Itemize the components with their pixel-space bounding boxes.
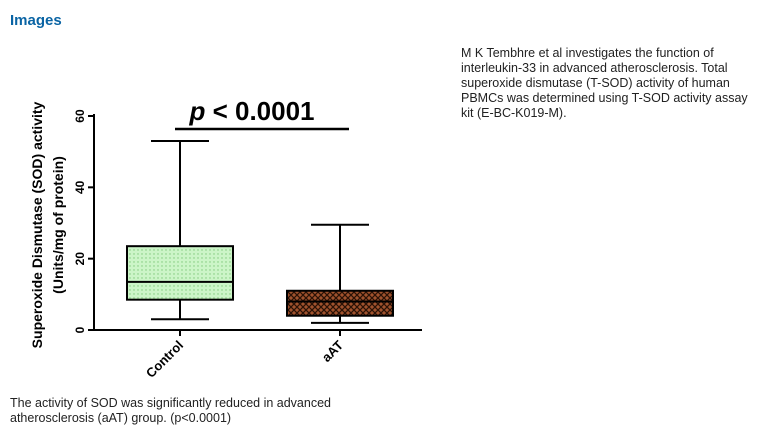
p-value-annotation: p < 0.0001 <box>188 96 314 126</box>
image-description: M K Tembhre et al investigates the funct… <box>461 46 748 120</box>
section-title: Images <box>10 12 62 29</box>
iqr-box <box>126 245 234 301</box>
y-axis-label-line1: Superoxide Dismutase (SOD) activity <box>29 101 45 348</box>
y-tick-label: 60 <box>73 109 87 123</box>
y-tick-label: 20 <box>73 252 87 266</box>
x-tick-label: Control <box>143 338 186 381</box>
y-tick-label: 40 <box>73 180 87 194</box>
box-aat <box>286 223 394 324</box>
box-plot-figure: Superoxide Dismutase (SOD) activity (Uni… <box>0 40 450 390</box>
p-symbol: p <box>188 96 205 126</box>
y-axis-label-line2: (Units/mg of protein) <box>50 156 66 294</box>
p-value-text: < 0.0001 <box>205 96 314 126</box>
y-tick-label: 0 <box>73 326 87 333</box>
figure-caption: The activity of SOD was significantly re… <box>10 396 331 425</box>
iqr-box <box>286 289 394 317</box>
x-tick-label: aAT <box>319 337 346 364</box>
box-control <box>126 139 234 321</box>
box-plot: Superoxide Dismutase (SOD) activity (Uni… <box>29 96 422 381</box>
